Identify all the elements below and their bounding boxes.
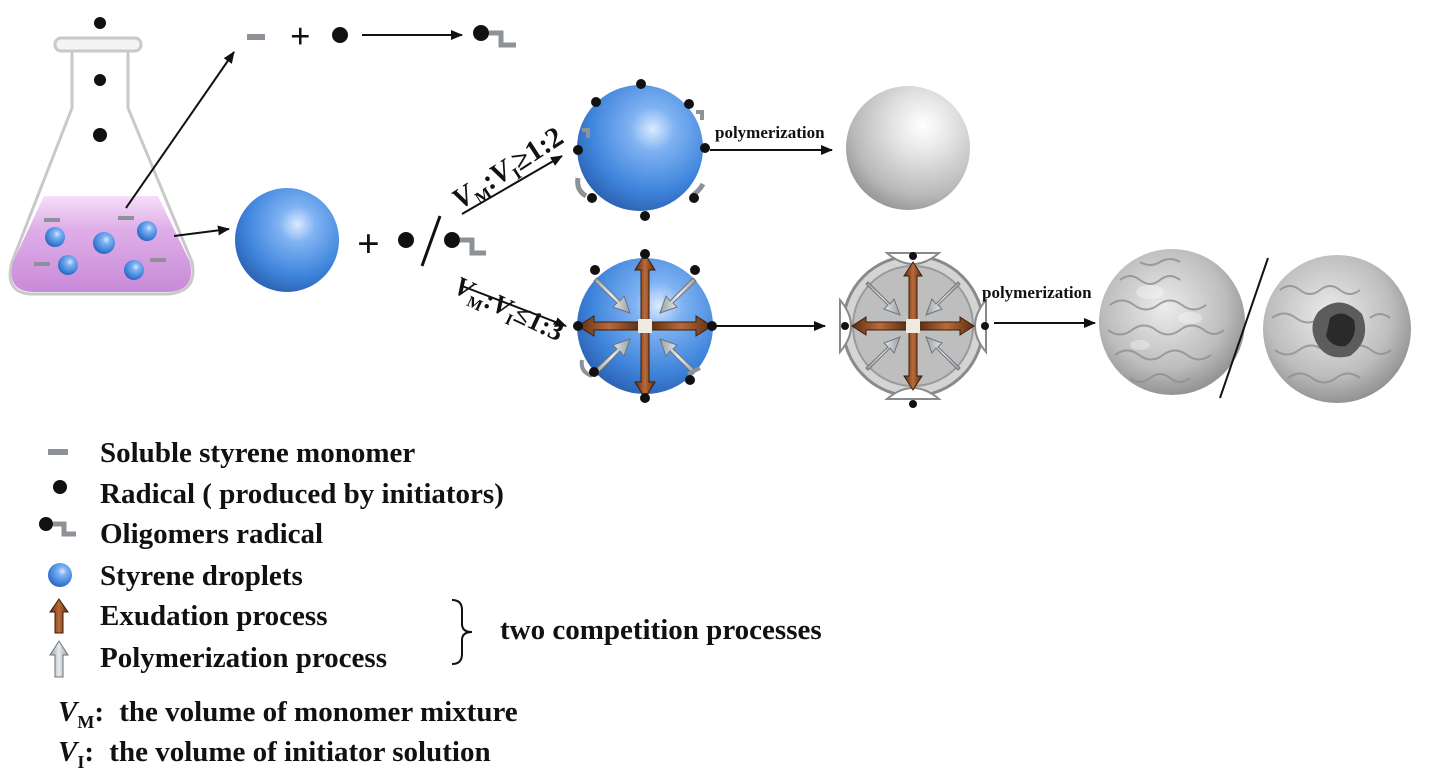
definition-subscript: I xyxy=(77,751,85,772)
polystyrene-sphere-smooth xyxy=(846,86,970,210)
process-label-bottom: polymerization xyxy=(982,283,1092,302)
legend-item-label: Radical ( produced by initiators) xyxy=(100,478,504,510)
rough-polymer-sphere xyxy=(1099,249,1245,395)
styrene-droplet xyxy=(235,188,339,292)
monomer-dash xyxy=(247,34,265,40)
ratio-label-bottom: VM:VI≤1:3 xyxy=(448,270,569,350)
erlenmeyer-flask xyxy=(8,17,195,296)
brace-label: two competition processes xyxy=(500,614,822,646)
radical-dot xyxy=(94,17,106,29)
droplet-with-competing-processes xyxy=(573,249,717,403)
radical-dot xyxy=(93,128,107,142)
slash xyxy=(420,215,442,267)
dash-icon xyxy=(48,449,68,455)
legend-item-label: Oligomers radical xyxy=(100,518,324,550)
legend-item-label: Exudation process xyxy=(100,600,328,632)
definition-text: the volume of initiator solution xyxy=(109,736,491,768)
radical-dot xyxy=(398,232,414,248)
dot-icon xyxy=(53,480,67,494)
definition-symbol: V xyxy=(58,736,78,768)
sphere-icon xyxy=(48,563,72,587)
definition-sep: : xyxy=(84,736,95,768)
definition-vm: VM: the volume of monomer mixture xyxy=(58,698,518,731)
gray-arrow-icon xyxy=(49,640,69,678)
slash xyxy=(1219,257,1269,399)
curly-brace-icon xyxy=(451,599,473,665)
definition-vi: VI: the volume of initiator solution xyxy=(58,738,491,771)
legend-item-label: Soluble styrene monomer xyxy=(100,437,416,469)
oligomer-radical-icon xyxy=(39,517,76,537)
definition-sep: : xyxy=(94,696,105,728)
brown-arrow-icon xyxy=(49,598,69,634)
oligomer-radical xyxy=(444,232,486,256)
oligomer-radical xyxy=(473,25,516,48)
radical-dot xyxy=(332,27,348,43)
legend-item-label: Styrene droplets xyxy=(100,560,303,592)
hollow-polymer-sphere xyxy=(1263,255,1411,403)
droplet-with-radicals-top xyxy=(573,79,710,221)
plus-sign: + xyxy=(357,221,380,266)
initiation-reaction: + xyxy=(247,16,516,56)
polymerizing-shell xyxy=(839,252,989,408)
definition-symbol: V xyxy=(58,696,78,728)
legend-item-label: Polymerization process xyxy=(100,642,387,674)
ratio-label-top: VM:VI≥1:2 xyxy=(446,121,570,219)
definition-text: the volume of monomer mixture xyxy=(119,696,518,728)
process-label-top: polymerization xyxy=(715,123,825,142)
plus-sign: + xyxy=(290,16,311,56)
definition-subscript: M xyxy=(77,711,95,732)
radical-dot xyxy=(94,74,106,86)
